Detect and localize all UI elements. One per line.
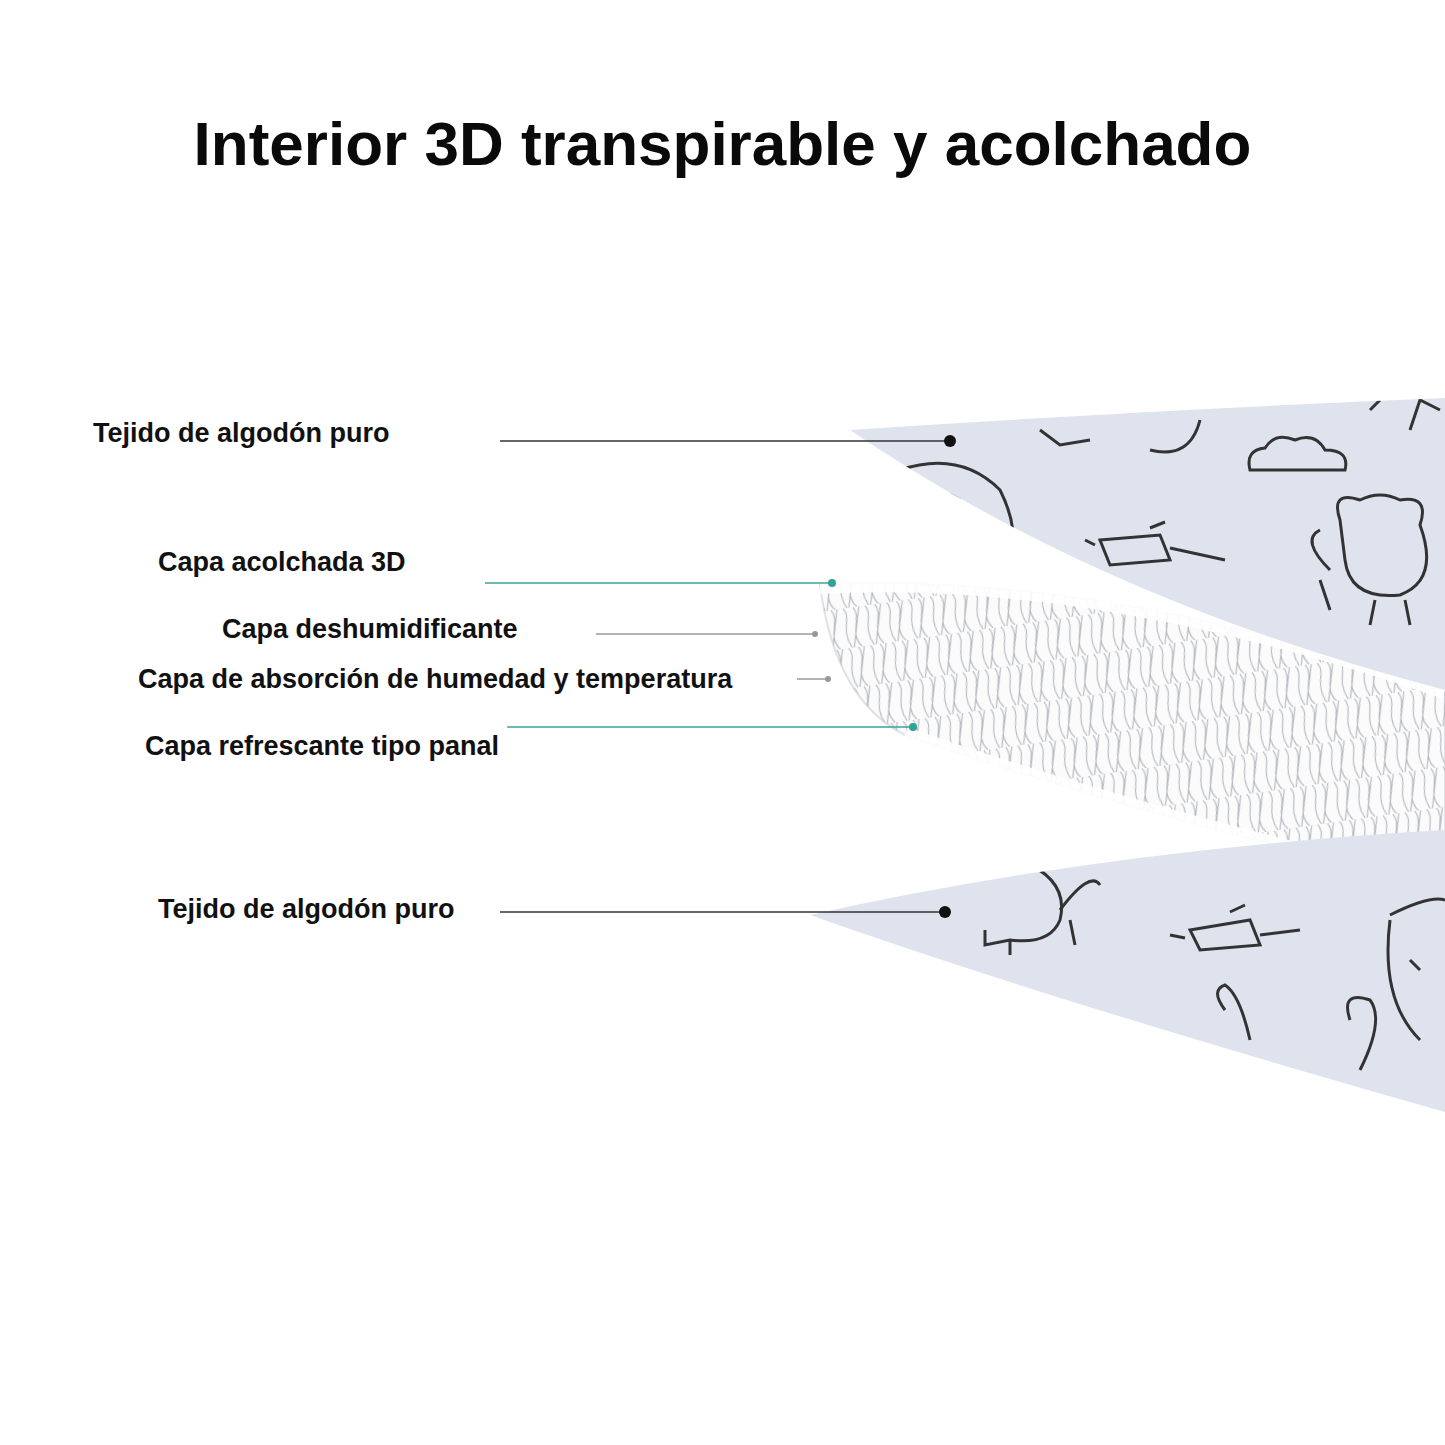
layer-label: Tejido de algodón puro — [158, 892, 454, 926]
layer-label: Capa de absorción de humedad y temperatu… — [138, 662, 732, 696]
top-fabric — [850, 398, 1445, 690]
diagram-title: Interior 3D transpirable y acolchado — [0, 108, 1445, 179]
bottom-doodles — [910, 858, 1445, 1070]
bottom-fabric — [810, 830, 1445, 1112]
layer-label: Capa refrescante tipo panal — [145, 729, 499, 763]
top-doodles — [900, 400, 1440, 625]
layer-label: Capa acolchada 3D — [158, 545, 406, 579]
layer-label: Tejido de algodón puro — [93, 416, 389, 450]
layer-label: Capa deshumidificante — [222, 612, 518, 646]
